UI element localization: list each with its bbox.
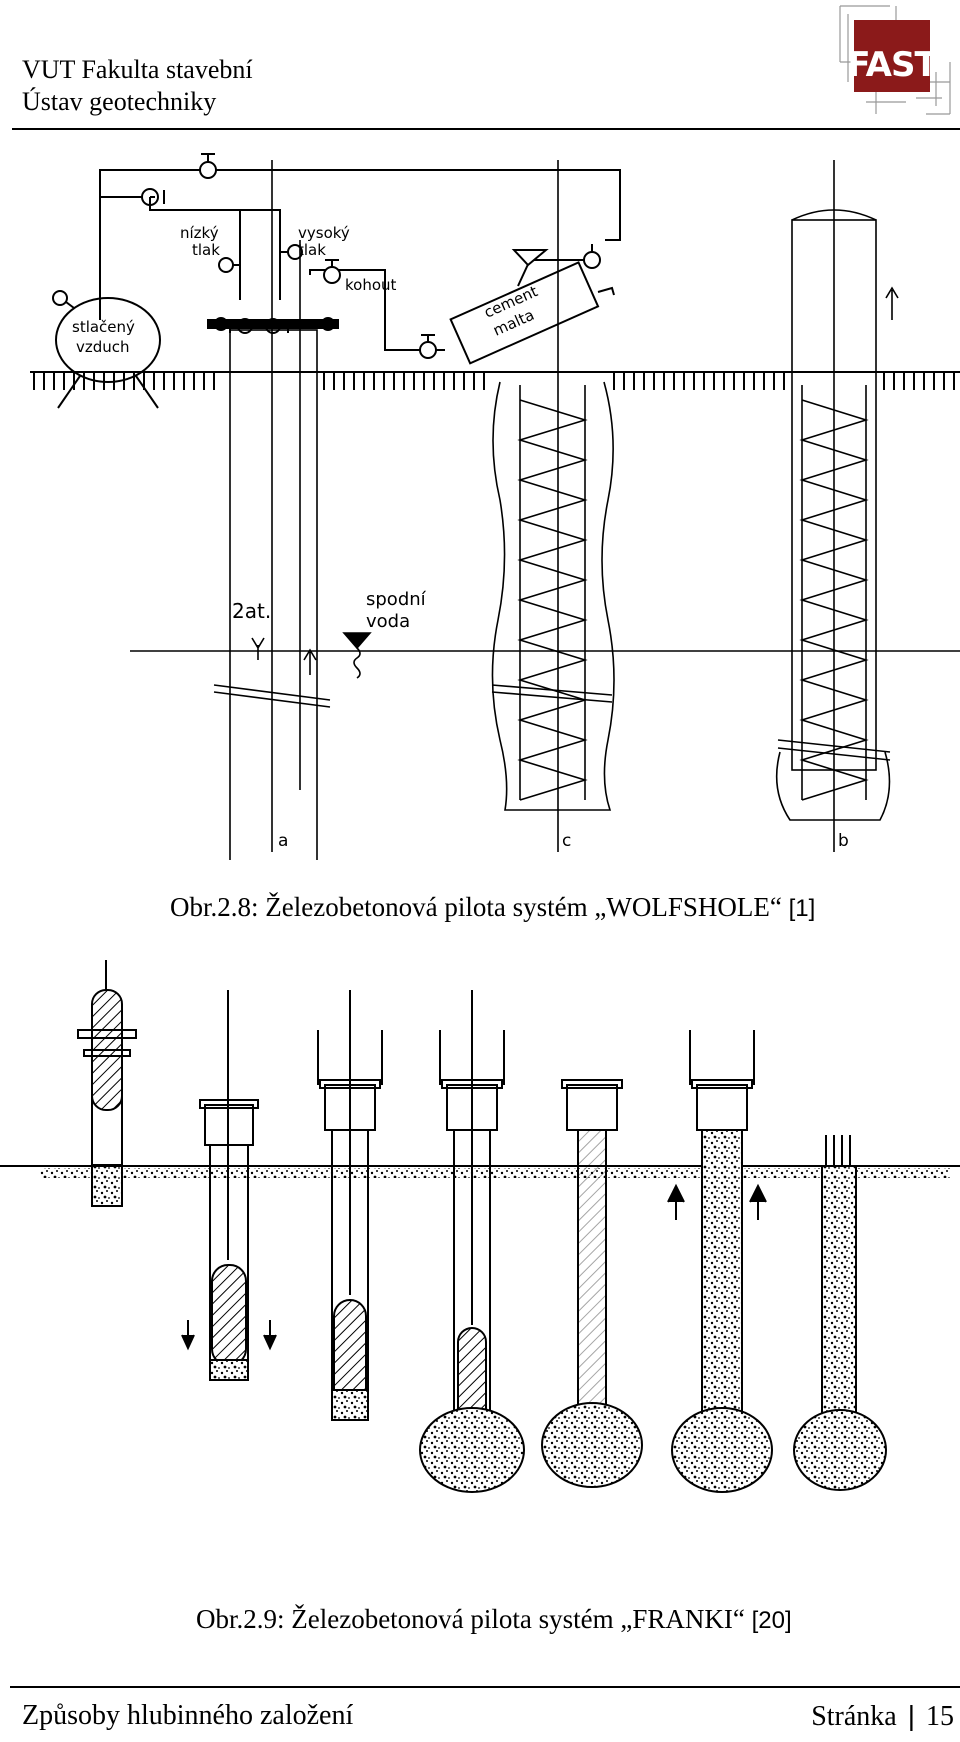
footer-page-number: 15 <box>926 1701 954 1732</box>
label-low-pressure-1: nízký <box>180 224 219 242</box>
page-header: VUT Fakulta stavební Ústav geotechniky <box>22 54 253 118</box>
footer-rule <box>10 1686 960 1688</box>
label-low-pressure-2: tlak <box>192 241 220 259</box>
wolfshole-diagram: stlačený vzduch nízký tlak vysoký tlak k… <box>30 153 960 860</box>
figure1-caption-text: Obr.2.8: Železobetonová pilota systém „W… <box>170 892 782 922</box>
footer-page: Stránka | 15 <box>811 1700 954 1732</box>
fast-logo: FAST <box>839 5 951 115</box>
header-rule <box>12 128 960 130</box>
franki-diagram <box>0 960 960 1493</box>
label-groundwater-2: voda <box>366 611 410 632</box>
label-pile-b: b <box>838 831 849 851</box>
figure2-caption: Obr.2.9: Železobetonová pilota systém „F… <box>196 1604 792 1635</box>
header-faculty: VUT Fakulta stavební <box>22 55 253 84</box>
label-high-pressure-2: tlak <box>298 241 326 259</box>
figure1-caption: Obr.2.8: Železobetonová pilota systém „W… <box>170 892 815 923</box>
figure1-caption-ref: [1] <box>788 895 816 922</box>
label-pile-a: a <box>278 831 288 851</box>
footer-title: Způsoby hlubinného založení <box>22 1700 354 1731</box>
label-valve: kohout <box>345 276 397 294</box>
figure2-caption-text: Obr.2.9: Železobetonová pilota systém „F… <box>196 1604 745 1634</box>
label-compressed-air-2: vzduch <box>76 338 130 356</box>
label-pile-c: c <box>562 831 571 851</box>
label-pressure: 2at. <box>232 599 271 623</box>
ground-hatch <box>33 372 955 390</box>
fast-logo-text: FAST <box>847 45 938 85</box>
footer-page-label: Stránka <box>811 1701 897 1732</box>
figure2-caption-ref: [20] <box>751 1607 792 1634</box>
label-high-pressure-1: vysoký <box>298 224 350 242</box>
header-institute: Ústav geotechniky <box>22 87 217 116</box>
label-compressed-air-1: stlačený <box>72 318 135 336</box>
label-groundwater-1: spodní <box>366 589 427 610</box>
